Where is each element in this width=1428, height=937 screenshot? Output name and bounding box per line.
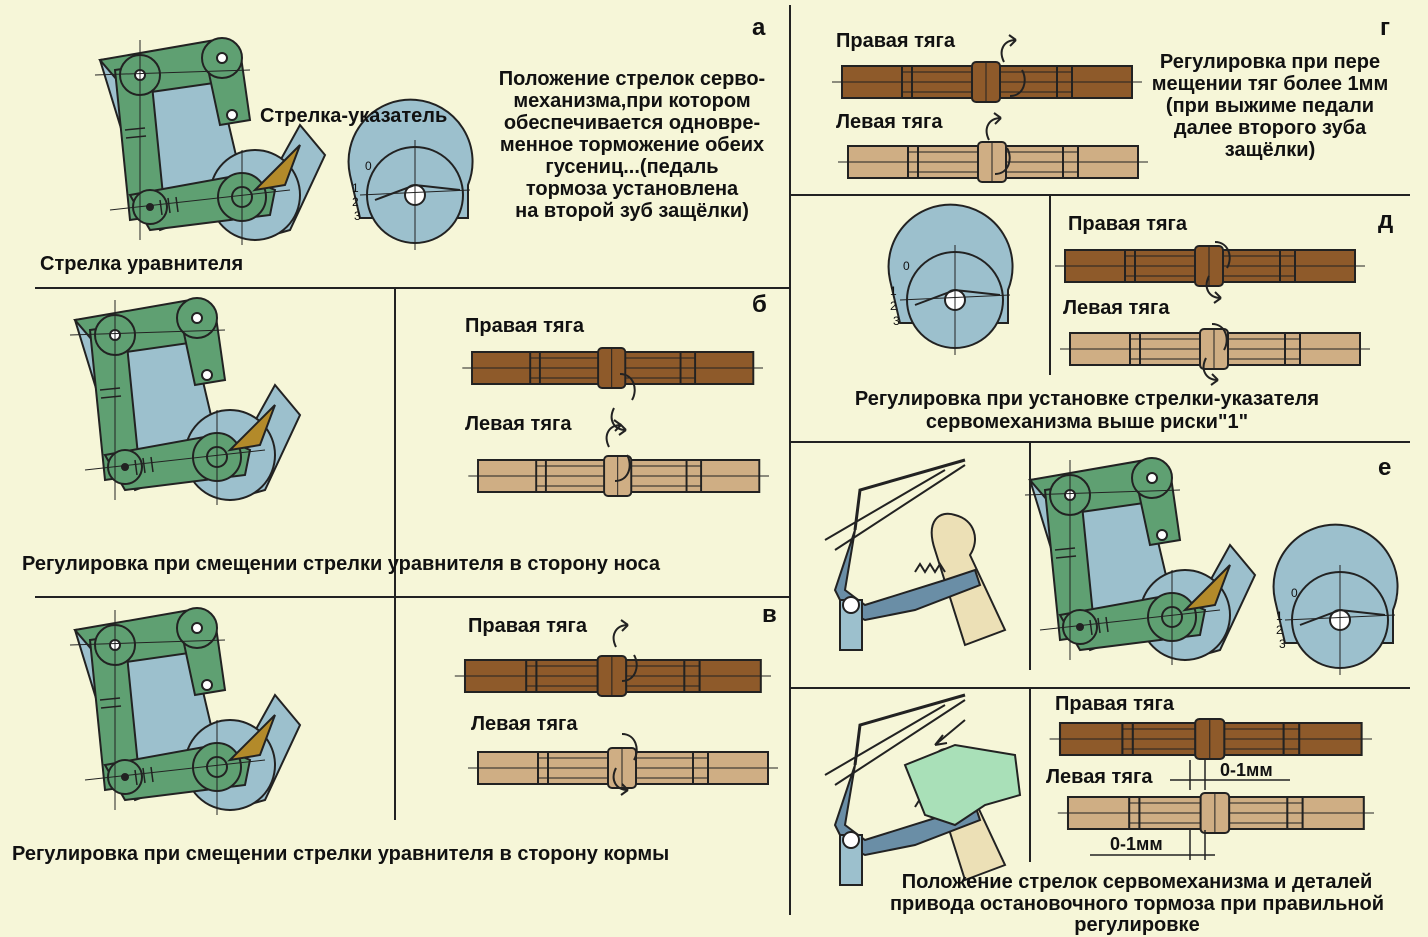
right-rod-label-d: Правая тяга: [1068, 213, 1188, 235]
scale-mark-1-e: 1: [1276, 609, 1283, 623]
panel-letter-e: е: [1378, 454, 1391, 481]
right-rod-d: [1054, 245, 1366, 287]
servo-mechanism-a: [94, 37, 326, 246]
desc-g-line-5: защёлки): [1225, 139, 1315, 161]
desc-a-line-1: Положение стрелок серво-: [499, 68, 765, 90]
left-rod-label-b: Левая тяга: [465, 413, 572, 435]
desc-a-line-2: механизма,при котором: [513, 90, 750, 112]
panel-g-description: Регулировка при пере мещении тяг более 1…: [1152, 51, 1389, 161]
pointer-label: Стрелка-указатель: [260, 105, 447, 127]
right-rod-g: [831, 61, 1143, 103]
panel-letter-g: г: [1380, 14, 1390, 41]
caption-d-line-1: Регулировка при установке стрелки-указат…: [855, 388, 1319, 410]
scale-mark-3: 3: [354, 209, 361, 223]
gap-label-2: 0-1мм: [1110, 834, 1163, 854]
caption-e-line-3: регулировке: [1074, 914, 1199, 936]
panel-letter-a: а: [752, 14, 766, 41]
right-rod-label-b: Правая тяга: [465, 315, 585, 337]
panel-e-caption: Положение стрелок сервомеханизма и детал…: [890, 871, 1384, 936]
panel-v-caption: Регулировка при смещении стрелки уравнит…: [12, 843, 669, 865]
right-rod-e: [1048, 717, 1374, 761]
pedal-latch-assembly: [823, 458, 1007, 652]
panel-a: 0 1 2 3 а Стрелка-указатель Стрелка урав…: [40, 14, 766, 275]
left-rod-g: [837, 141, 1149, 183]
left-rod-b: [467, 455, 770, 497]
scale-mark-1: 1: [352, 181, 359, 195]
panel-v: в Правая тяга Левая тяга Регулировка при…: [12, 601, 779, 865]
section-dividers: [35, 5, 1410, 915]
servo-mechanism-e: [1024, 457, 1256, 666]
left-rod-v: [467, 747, 779, 789]
gap-dimension-2: [1090, 830, 1215, 860]
desc-g-line-3: (при выжиме педали: [1166, 95, 1374, 117]
gap-label-1: 0-1мм: [1220, 760, 1273, 780]
scale-mark-2-e: 2: [1276, 623, 1283, 637]
right-rod-label-e: Правая тяга: [1055, 693, 1175, 715]
desc-g-line-2: мещении тяг более 1мм: [1152, 73, 1389, 95]
scale-mark-0: 0: [365, 159, 372, 173]
servo-mechanism-v: [69, 607, 301, 816]
scale-mark-2-d: 2: [890, 299, 897, 313]
panel-d-caption: Регулировка при установке стрелки-указат…: [855, 388, 1319, 433]
panel-letter-b: б: [752, 291, 767, 318]
right-rod-b: [461, 347, 764, 389]
panel-e: е 0 1 2 3 Правая тяга Левая тяга 0-1мм 0…: [823, 454, 1399, 936]
scale-mark-2: 2: [352, 195, 359, 209]
scale-mark-0-d: 0: [903, 259, 910, 273]
servo-mechanism-b: [69, 297, 301, 506]
left-rod-label-e: Левая тяга: [1046, 766, 1153, 788]
scale-mark-3-d: 3: [893, 314, 900, 328]
pedal-latch-assembly-2: [823, 693, 1022, 887]
caption-e-line-2: привода остановочного тормоза при правил…: [890, 893, 1384, 915]
left-rod-e: [1056, 791, 1376, 835]
left-rod-label-g: Левая тяга: [836, 111, 943, 133]
scale-mark-0-e: 0: [1291, 586, 1298, 600]
panel-letter-v: в: [762, 601, 777, 628]
pointer-dial-d: [887, 203, 1014, 356]
desc-a-line-5: гусениц...(педаль: [545, 156, 718, 178]
desc-a-line-6: тормоза установлена: [526, 178, 739, 200]
panel-a-description: Положение стрелок серво- механизма,при к…: [499, 68, 765, 222]
balancer-label: Стрелка уравнителя: [40, 253, 243, 275]
desc-a-line-4: менное торможение обеих: [500, 134, 764, 156]
scale-mark-1-d: 1: [890, 284, 897, 298]
panel-d: 0 1 2 3 д Правая тяга Левая тяга Регулир…: [855, 203, 1393, 433]
caption-d-line-2: сервомеханизма выше риски"1": [926, 411, 1248, 433]
scale-mark-3-e: 3: [1279, 637, 1286, 651]
desc-a-line-3: обеспечивается одновре-: [504, 112, 760, 134]
desc-g-line-1: Регулировка при пере: [1160, 51, 1380, 73]
gap-dimension-1: [1170, 760, 1290, 790]
desc-g-line-4: далее второго зуба: [1174, 117, 1367, 139]
panel-letter-d: д: [1378, 207, 1393, 234]
panel-b: б Правая тяга Левая тяга Регулировка при…: [22, 291, 770, 575]
panel-g: г Правая тяга Левая тяга Регулировка при…: [831, 14, 1390, 183]
right-rod-label-v: Правая тяга: [468, 615, 588, 637]
left-rod-d: [1059, 328, 1371, 370]
left-rod-label-d: Левая тяга: [1063, 297, 1170, 319]
left-rod-label-v: Левая тяга: [471, 713, 578, 735]
right-rod-label-g: Правая тяга: [836, 30, 956, 52]
panel-b-caption: Регулировка при смещении стрелки уравнит…: [22, 553, 661, 575]
right-rod-v: [453, 654, 773, 698]
desc-a-line-7: на второй зуб защёлки): [515, 200, 749, 222]
caption-e-line-1: Положение стрелок сервомеханизма и детал…: [902, 871, 1373, 893]
